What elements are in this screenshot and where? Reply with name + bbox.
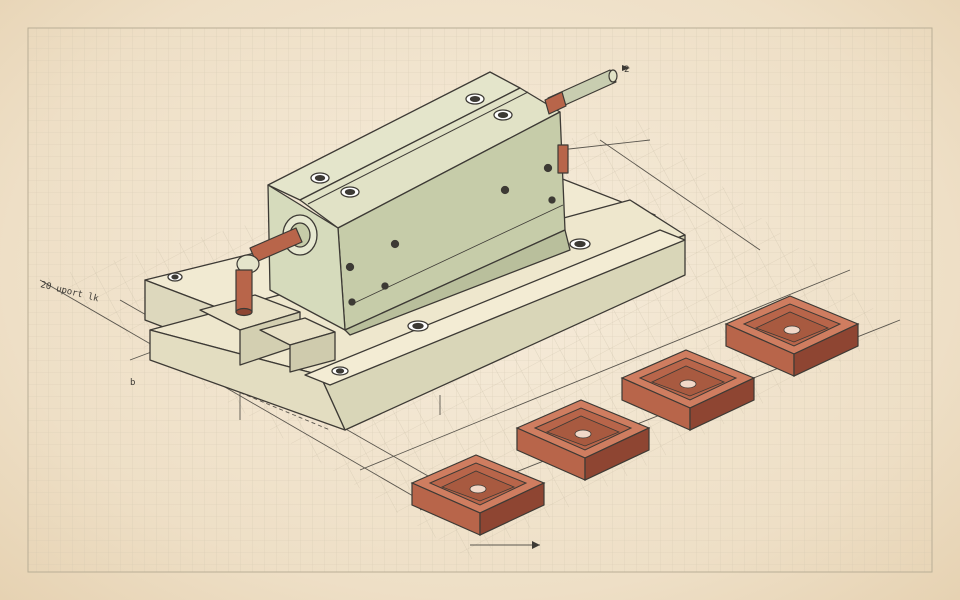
cavity-part: [410, 454, 546, 536]
rod-marker: 2: [624, 65, 629, 75]
cavity-parts: [410, 295, 860, 536]
cavity-part: [724, 295, 860, 377]
mold-block: [267, 71, 571, 336]
cavity-part: [515, 399, 651, 481]
copper-feed-rod: [235, 69, 618, 317]
left-marker: b: [130, 378, 135, 388]
cavity-part: [620, 349, 756, 431]
